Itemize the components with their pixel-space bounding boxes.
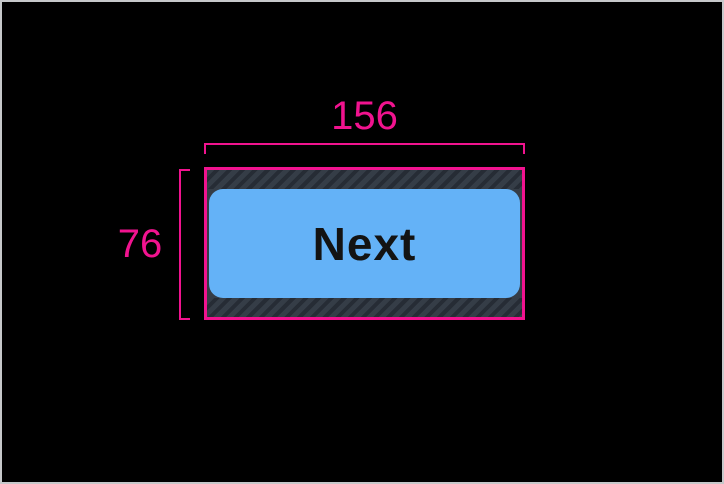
- padding-hatch-bottom: [207, 298, 522, 317]
- height-measurement-bracket: [179, 169, 190, 320]
- width-measurement-label: 156: [331, 94, 398, 138]
- selection-highlight: Next: [204, 167, 525, 320]
- next-button-label: Next: [312, 217, 417, 270]
- width-measurement-bracket: [204, 143, 525, 154]
- height-measurement-label: 76: [117, 222, 163, 266]
- next-button[interactable]: Next: [209, 189, 520, 298]
- padding-hatch-top: [207, 170, 522, 189]
